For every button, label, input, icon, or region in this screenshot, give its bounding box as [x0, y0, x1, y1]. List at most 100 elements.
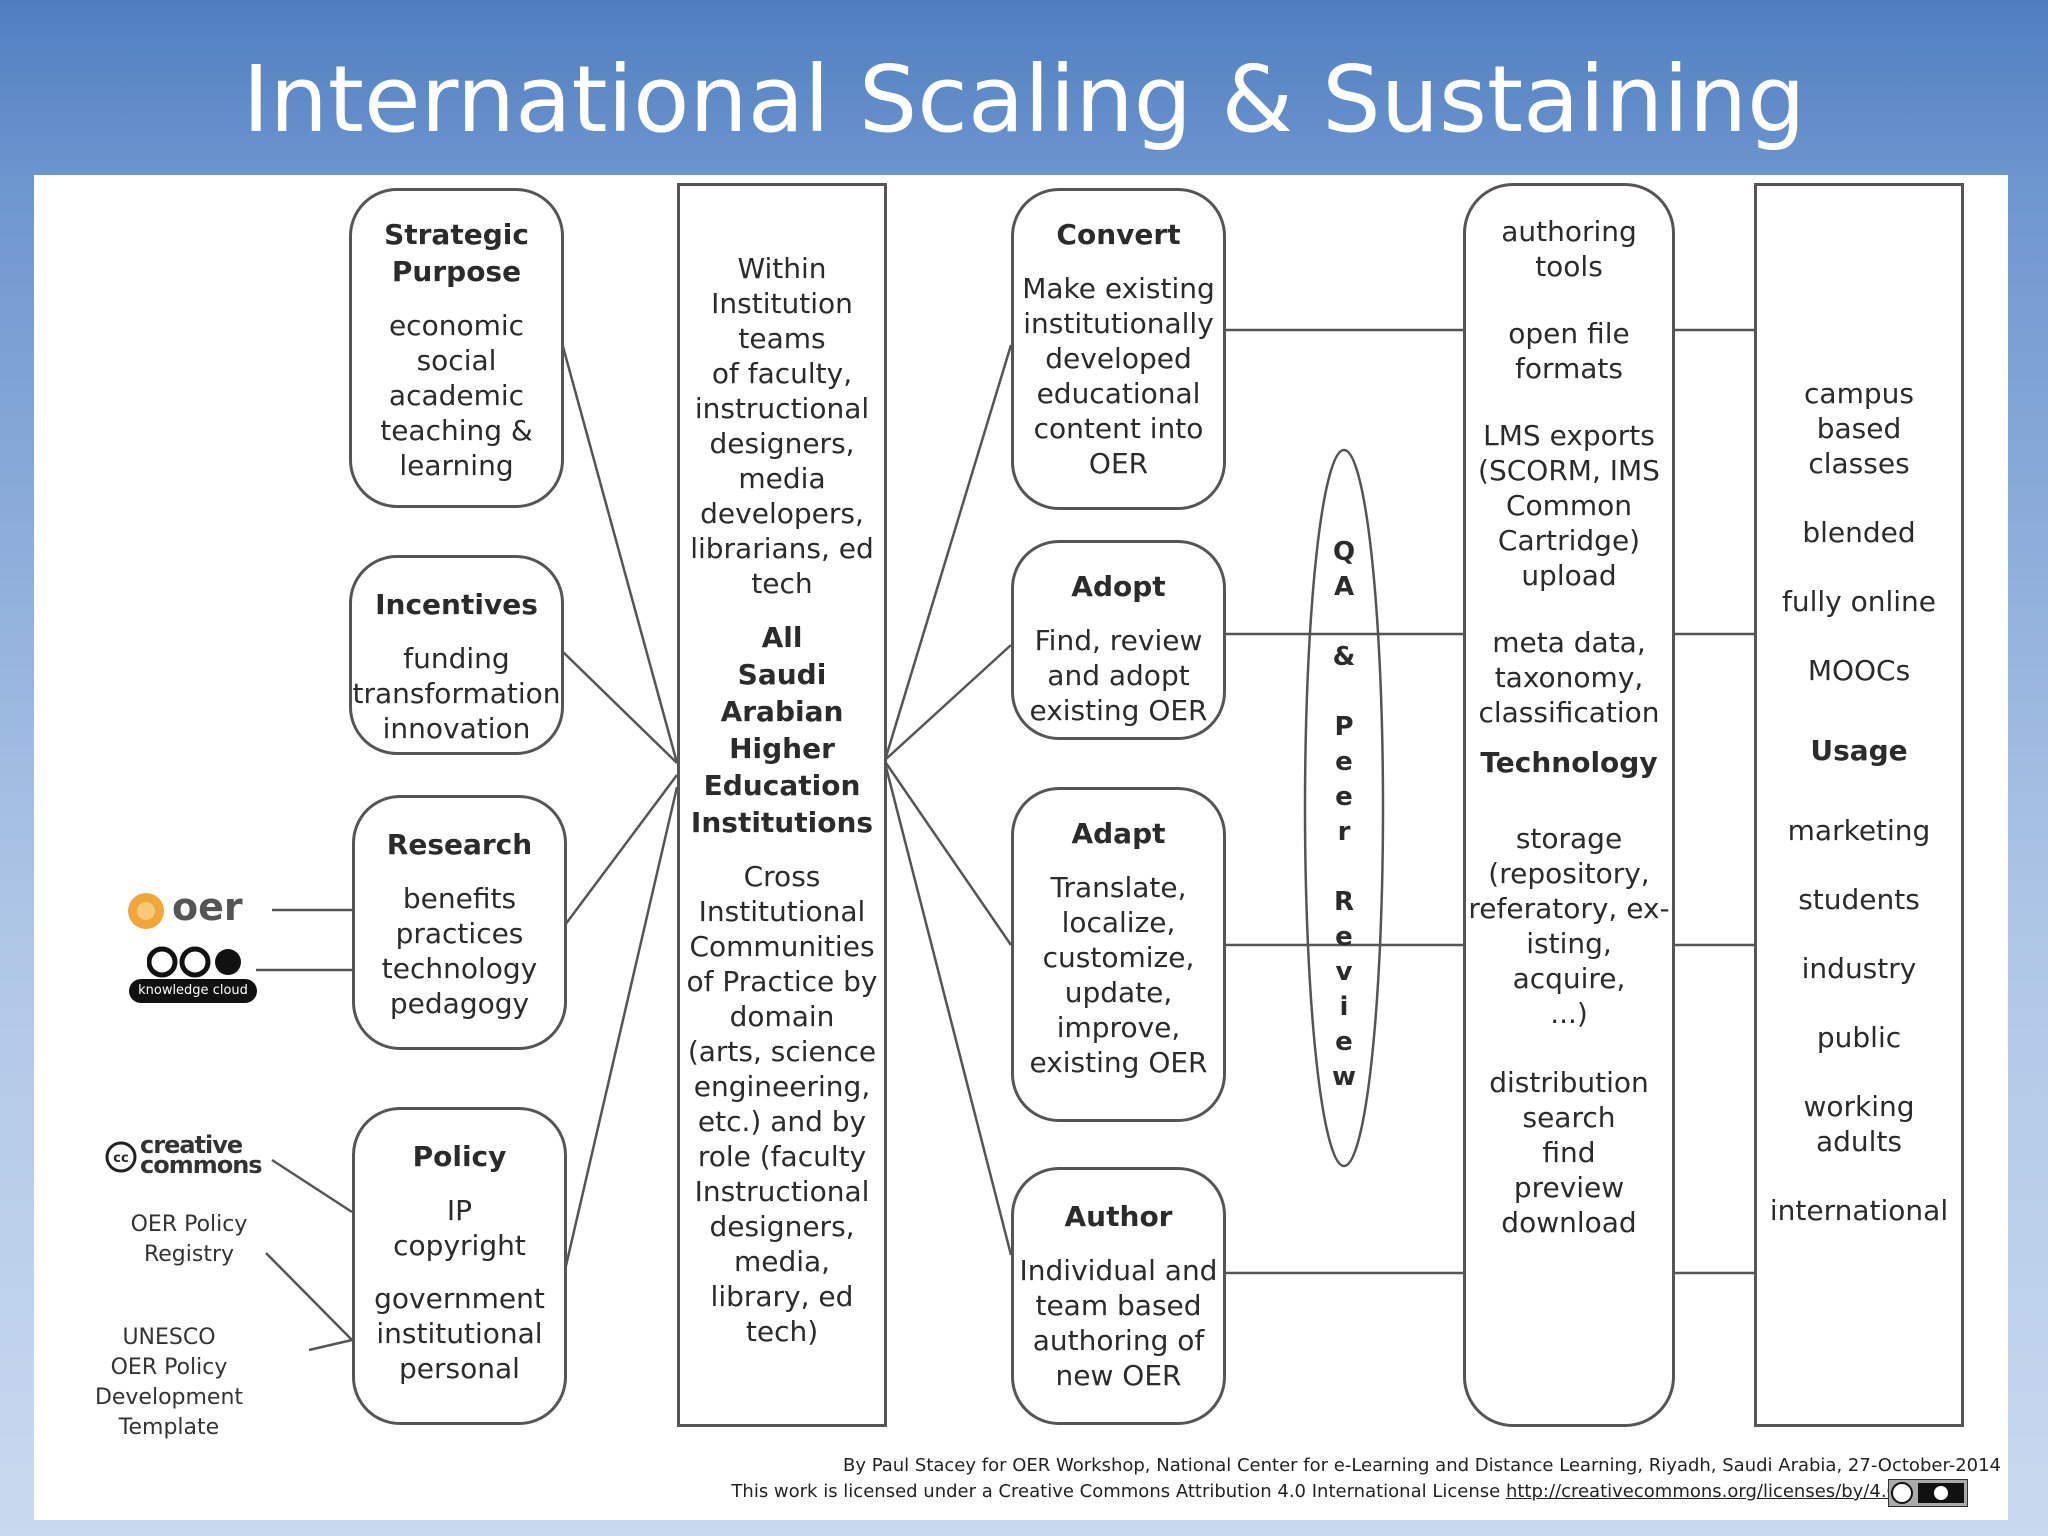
convert-heading: Convert [1056, 218, 1181, 251]
technology-item: referatory, ex- [1468, 892, 1670, 925]
technology-item: isting, acquire, [1512, 927, 1626, 995]
qa-letter: e [1335, 1027, 1353, 1057]
communities-text: Communities [689, 930, 875, 963]
research-heading: Research [386, 828, 533, 861]
policy-registry-line: Registry [143, 1242, 235, 1267]
slide-title: International Scaling & Sustaining [242, 46, 1806, 153]
usage-item: public [1816, 1021, 1902, 1054]
strategic-purpose-item: academic [388, 379, 525, 412]
qa-letter [1326, 605, 1362, 640]
adapt-item: update, [1064, 976, 1173, 1009]
author-item: new OER [1055, 1359, 1182, 1392]
communities-text: library, ed [710, 1280, 854, 1313]
cc-by-badge-icon [1888, 1479, 1968, 1507]
research-item: practices [395, 917, 524, 950]
author-box: Author Individual and team based authori… [1011, 1167, 1226, 1425]
technology-item: Cartridge) [1497, 524, 1641, 557]
institutions-heading: Saudi [737, 658, 827, 691]
qa-peer-review-label: Q A & P e e r R e v i e w [1326, 535, 1362, 1095]
communities-text: media, [733, 1245, 831, 1278]
author-item: authoring of [1032, 1324, 1205, 1357]
research-item: benefits [402, 882, 517, 915]
institutions-heading: All [761, 621, 803, 654]
strategic-purpose-item: social [416, 344, 497, 377]
qa-letter [1326, 675, 1362, 710]
technology-column: authoring tools open file formats LMS ex… [1463, 183, 1675, 1427]
institution-teams-text: media [738, 462, 826, 495]
qa-letter: R [1333, 887, 1355, 917]
policy-heading: Policy [412, 1140, 507, 1173]
communities-text: role (faculty [697, 1140, 867, 1173]
oer-sun-icon [128, 893, 164, 929]
adopt-heading: Adopt [1071, 570, 1166, 603]
qa-letter: Q [1332, 537, 1356, 567]
adopt-item: and adopt [1047, 659, 1190, 692]
institutions-heading: Arabian [720, 695, 844, 728]
author-item: Individual and [1019, 1254, 1218, 1287]
qa-letter: e [1335, 922, 1353, 952]
adapt-item: customize, [1042, 941, 1195, 974]
policy-item: copyright [393, 1229, 526, 1262]
research-item: pedagogy [389, 987, 530, 1020]
technology-item: find [1542, 1136, 1596, 1169]
qa-letter: P [1334, 712, 1354, 742]
technology-item: open file [1508, 317, 1630, 350]
convert-item: educational [1036, 377, 1201, 410]
technology-item: preview [1513, 1171, 1625, 1204]
oer-logo: oer [124, 885, 274, 937]
incentives-box: Incentives funding transformation innova… [349, 555, 564, 755]
knowledge-cloud-text: knowledge cloud [129, 979, 257, 1003]
technology-item: taxonomy, [1494, 661, 1644, 694]
adapt-item: existing OER [1029, 1046, 1208, 1079]
institutions-heading: Institutions [690, 806, 874, 839]
institutions-heading: Education [703, 769, 861, 802]
unesco-line: UNESCO [122, 1325, 216, 1350]
technology-item: download [1501, 1206, 1637, 1239]
institution-teams-text: Within [737, 252, 827, 285]
credit-line-author: By Paul Stacey for OER Workshop, Nationa… [842, 1455, 2001, 1476]
institutions-column: Within Institution teams of faculty, ins… [677, 183, 887, 1427]
usage-item: working [1803, 1090, 1915, 1123]
technology-item: tools [1535, 250, 1603, 283]
strategic-purpose-item: learning [399, 449, 514, 482]
adopt-box: Adopt Find, review and adopt existing OE… [1011, 540, 1226, 740]
adapt-item: Translate, [1050, 871, 1187, 904]
usage-item: industry [1801, 952, 1917, 985]
qa-letter [1326, 850, 1362, 885]
usage-item: marketing [1787, 814, 1931, 847]
license-link[interactable]: http://creativecommons.org/licenses/by/4… [1505, 1481, 1898, 1502]
institution-teams-text: tech [751, 567, 813, 600]
author-item: team based [1035, 1289, 1202, 1322]
cc-logo-text: creative commons [140, 1131, 263, 1179]
policy-item: institutional [376, 1317, 543, 1350]
institution-teams-text: of faculty, [711, 357, 853, 390]
institution-teams-text: teams [738, 322, 826, 355]
communities-text: engineering, [693, 1070, 871, 1103]
technology-heading: Technology [1480, 746, 1658, 779]
adopt-item: existing OER [1029, 694, 1208, 727]
institution-teams-text: developers, [700, 497, 864, 530]
communities-text: domain [729, 1000, 835, 1033]
oer-circles-icon [147, 946, 241, 978]
diagram-panel: Strategic Purpose economic social academ… [34, 175, 2008, 1520]
technology-item: storage [1515, 822, 1623, 855]
incentives-item: transformation [352, 677, 561, 710]
author-heading: Author [1064, 1200, 1173, 1233]
technology-item: distribution [1489, 1066, 1649, 1099]
research-box: Research benefits practices technology p… [352, 795, 567, 1050]
technology-item: Common [1505, 489, 1633, 522]
policy-box: Policy IP copyright government instituti… [352, 1107, 567, 1425]
strategic-purpose-item: teaching & [380, 414, 533, 447]
technology-item: classification [1478, 696, 1660, 729]
oer-policy-registry-label: OER Policy Registry [94, 1210, 284, 1270]
usage-item: classes [1808, 447, 1910, 480]
strategic-purpose-item: economic [388, 309, 525, 342]
license-text: This work is licensed under a Creative C… [731, 1481, 1501, 1502]
communities-text: Institutional [698, 895, 866, 928]
adapt-heading: Adapt [1071, 817, 1166, 850]
svg-text:cc: cc [113, 1151, 128, 1166]
institution-teams-text: instructional [694, 392, 870, 425]
usage-item: MOOCs [1807, 654, 1911, 687]
strategic-purpose-box: Strategic Purpose economic social academ… [349, 188, 564, 508]
convert-item: Make existing [1022, 272, 1215, 305]
